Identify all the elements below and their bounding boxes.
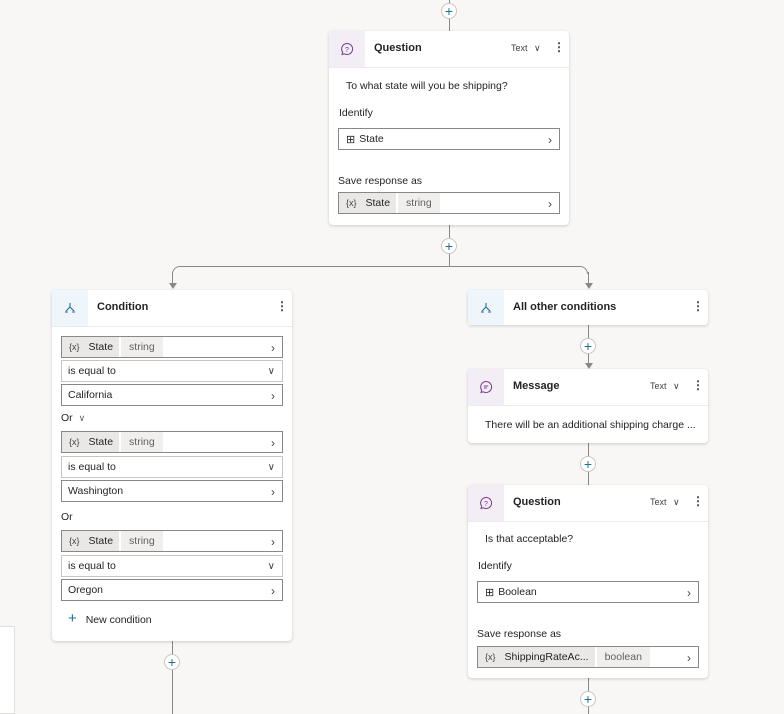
variable-name: State — [86, 531, 120, 551]
identify-label: Identify — [478, 560, 512, 572]
more-options-icon[interactable]: ⋮ — [692, 378, 704, 392]
all-other-conditions-node[interactable]: All other conditions ⋮ — [468, 290, 708, 325]
more-options-icon[interactable]: ⋮ — [692, 299, 704, 313]
variable-type: string — [121, 531, 163, 551]
variable-name: State — [86, 432, 120, 452]
chevron-right-icon: › — [271, 436, 275, 450]
question-icon: ? — [329, 31, 365, 67]
message-text[interactable]: There will be an additional shipping cha… — [485, 419, 696, 431]
chevron-right-icon: › — [548, 197, 552, 211]
save-response-label: Save response as — [338, 175, 423, 187]
chevron-down-icon: ∨ — [534, 43, 541, 53]
message-node[interactable]: Message Text ∨ ⋮ There will be an additi… — [468, 369, 708, 443]
variable-icon: {x} — [62, 337, 87, 357]
condition-variable-field[interactable]: {x} State string › — [61, 530, 283, 552]
chevron-down-icon: ∨ — [267, 366, 275, 377]
variable-icon: {x} — [339, 193, 364, 213]
identify-entity-field[interactable]: ⊞ Boolean › — [477, 581, 699, 603]
node-title: All other conditions — [513, 301, 617, 313]
add-node-button-condition-branch[interactable]: + — [164, 654, 180, 670]
entity-icon: ⊞ — [485, 586, 495, 599]
message-icon — [468, 369, 504, 405]
more-options-icon[interactable]: ⋮ — [276, 299, 288, 313]
svg-text:?: ? — [345, 47, 349, 54]
response-type-dropdown[interactable]: Text ∨ — [511, 43, 541, 53]
variable-type: string — [121, 337, 163, 357]
identify-label: Identify — [339, 107, 373, 119]
condition-variable-field[interactable]: {x} State string › — [61, 336, 283, 358]
svg-text:?: ? — [484, 501, 488, 508]
node-title: Question — [513, 496, 561, 508]
chevron-right-icon: › — [687, 586, 691, 600]
question-node[interactable]: ? Question Text ∨ ⋮ To what state will y… — [329, 31, 569, 225]
response-type-dropdown[interactable]: Text ∨ — [650, 497, 680, 507]
question-prompt: Is that acceptable? — [485, 533, 574, 545]
new-condition-button[interactable]: + New condition — [68, 610, 152, 627]
condition-value-field[interactable]: California › — [61, 384, 283, 406]
chevron-down-icon: ∨ — [673, 497, 680, 507]
add-node-button-after-message[interactable]: + — [580, 456, 596, 472]
chevron-down-icon: ∨ — [267, 462, 275, 473]
save-response-variable-field[interactable]: {x} ShippingRateAc... boolean › — [477, 646, 699, 668]
add-node-button-top[interactable]: + — [441, 3, 457, 19]
condition-value-field[interactable]: Washington › — [61, 480, 283, 502]
question-icon: ? — [468, 485, 504, 521]
variable-icon: {x} — [62, 531, 87, 551]
node-title: Question — [374, 42, 422, 54]
chevron-down-icon: ∨ — [673, 381, 680, 391]
question-prompt: To what state will you be shipping? — [346, 80, 508, 92]
chevron-down-icon: ∨ — [267, 561, 275, 572]
chevron-right-icon: › — [687, 651, 691, 665]
variable-type: boolean — [596, 647, 650, 667]
condition-operator-select[interactable]: is equal to ∨ — [61, 555, 283, 577]
add-node-button-after-question[interactable]: + — [441, 238, 457, 254]
chevron-down-icon: ∨ — [78, 413, 86, 423]
condition-operator-select[interactable]: is equal to ∨ — [61, 360, 283, 382]
or-operator-dropdown[interactable]: Or ∨ — [61, 412, 86, 424]
entity-icon: ⊞ — [346, 133, 356, 146]
condition-node[interactable]: Condition ⋮ {x} State string › is equal … — [52, 290, 292, 641]
add-node-button-after-question2[interactable]: + — [580, 691, 596, 707]
variable-icon: {x} — [62, 432, 87, 452]
chevron-right-icon: › — [271, 341, 275, 355]
add-node-button-other-branch[interactable]: + — [580, 338, 596, 354]
variable-name: ShippingRateAc... — [502, 647, 595, 667]
or-operator-label: Or — [61, 511, 73, 523]
variable-name: State — [363, 193, 397, 213]
chevron-right-icon: › — [271, 389, 275, 403]
condition-operator-select[interactable]: is equal to ∨ — [61, 456, 283, 478]
add-icon: + — [68, 610, 77, 627]
variable-type: string — [398, 193, 440, 213]
more-options-icon[interactable]: ⋮ — [692, 494, 704, 508]
more-options-icon[interactable]: ⋮ — [553, 40, 565, 54]
save-response-label: Save response as — [477, 628, 562, 640]
variable-icon: {x} — [478, 647, 503, 667]
chevron-right-icon: › — [548, 133, 552, 147]
variable-type: string — [121, 432, 163, 452]
side-panel-edge — [0, 626, 15, 714]
condition-variable-field[interactable]: {x} State string › — [61, 431, 283, 453]
condition-value-field[interactable]: Oregon › — [61, 579, 283, 601]
chevron-right-icon: › — [271, 535, 275, 549]
node-title: Message — [513, 380, 560, 392]
branch-icon — [52, 290, 88, 326]
message-type-dropdown[interactable]: Text ∨ — [650, 381, 680, 391]
identify-entity-field[interactable]: ⊞ State › — [338, 128, 560, 150]
node-title: Condition — [97, 301, 149, 313]
save-response-variable-field[interactable]: {x} State string › — [338, 192, 560, 214]
chevron-right-icon: › — [271, 584, 275, 598]
branch-icon — [468, 290, 504, 325]
question-node[interactable]: ? Question Text ∨ ⋮ Is that acceptable? … — [468, 485, 708, 678]
variable-name: State — [86, 337, 120, 357]
chevron-right-icon: › — [271, 485, 275, 499]
